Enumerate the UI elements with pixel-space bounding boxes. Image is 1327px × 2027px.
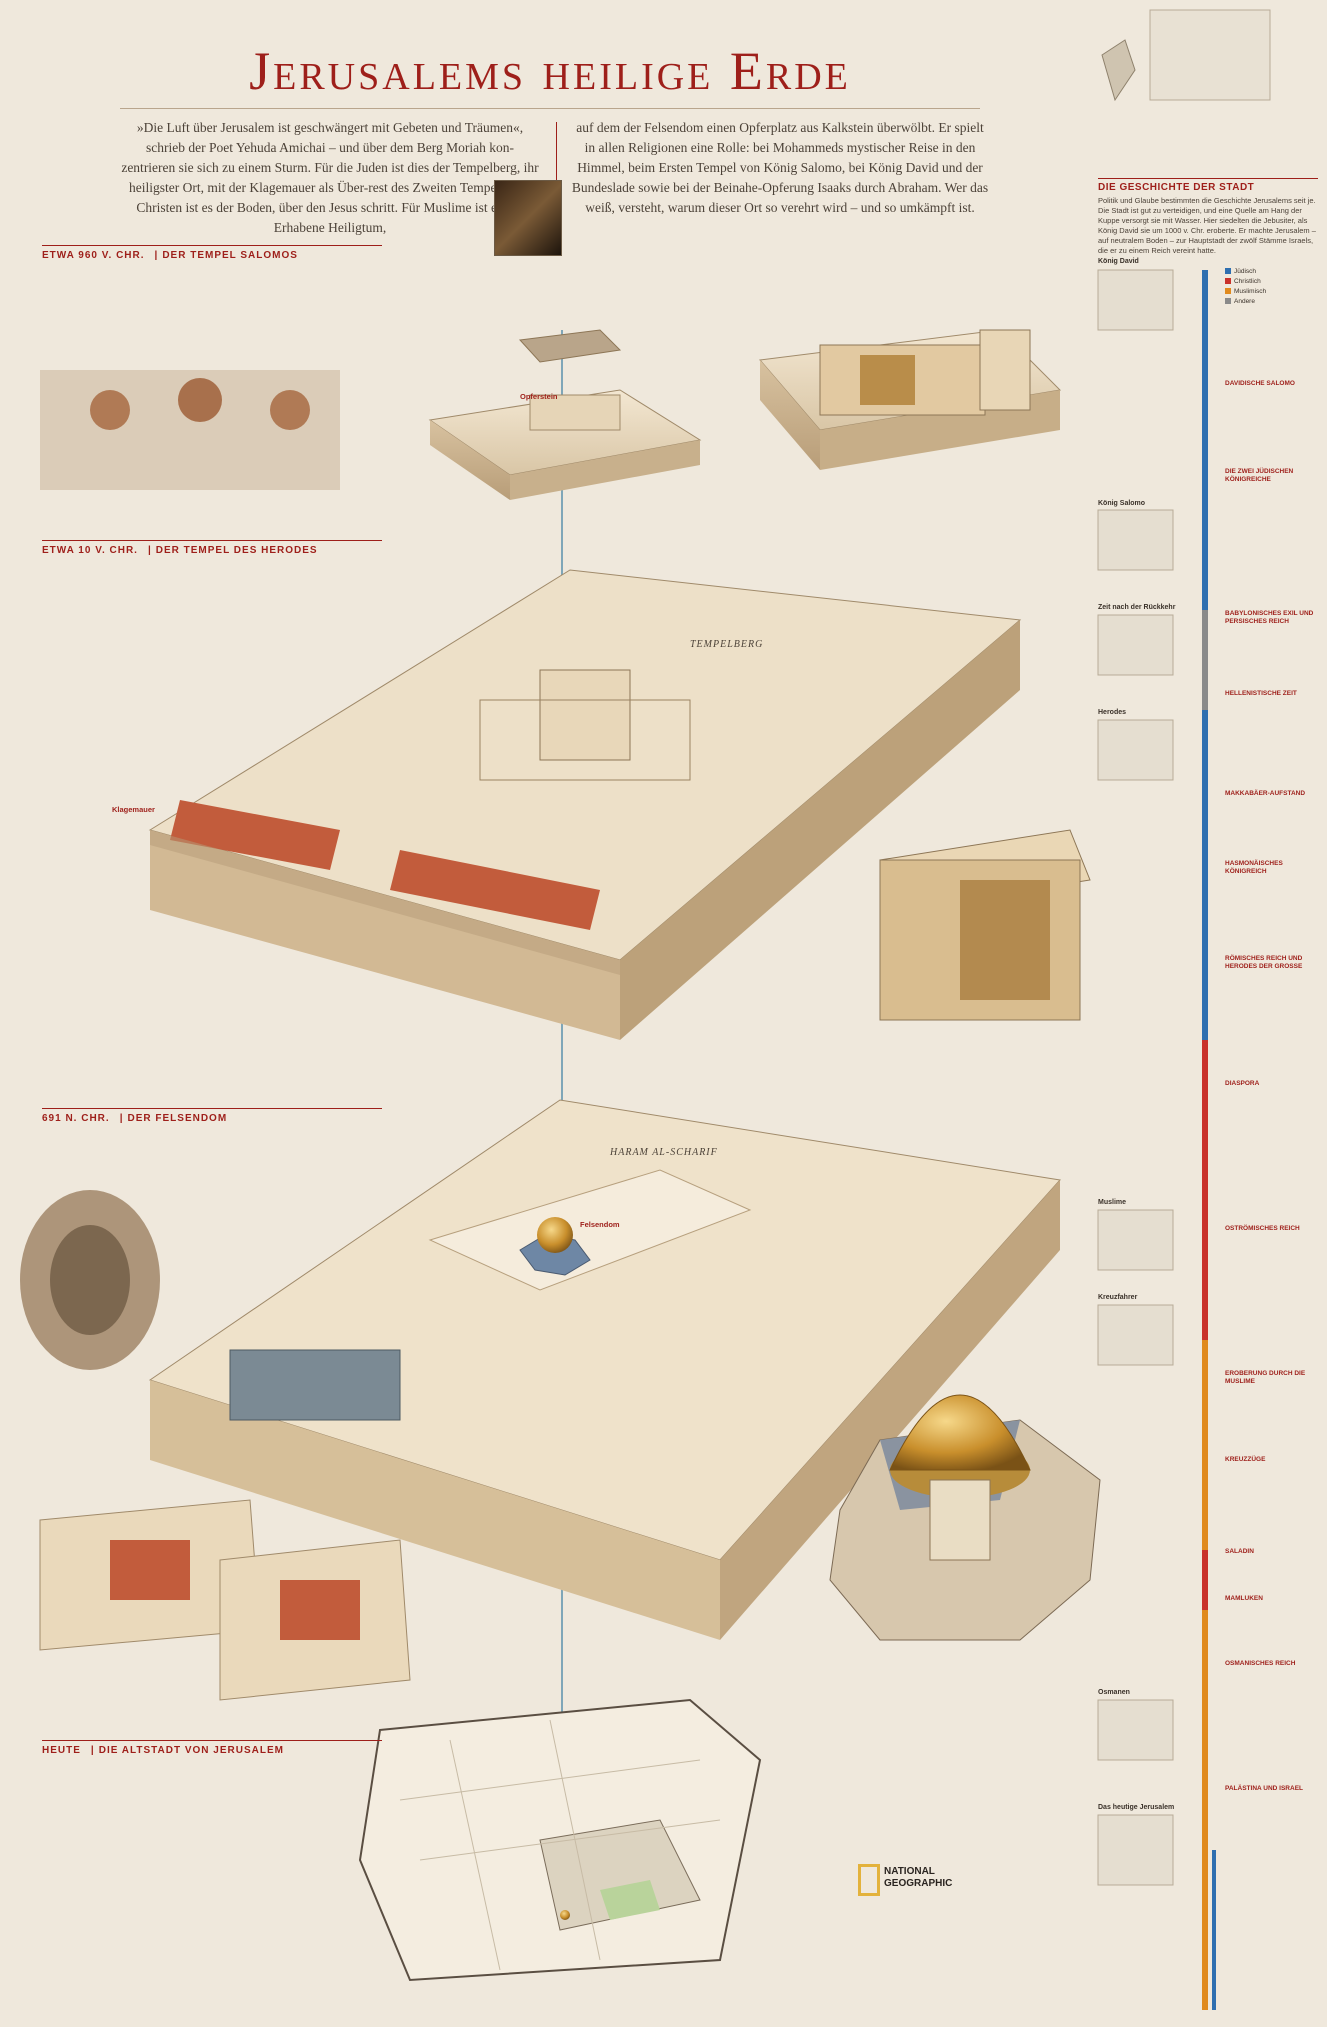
sidebar-heading: Die Geschichte der Stadt [1098, 178, 1318, 193]
section-separator: | [147, 545, 152, 556]
legend-item-muslim: Muslimisch [1225, 288, 1266, 295]
label-tempelberg: TEMPELBERG [690, 639, 764, 650]
map-label-osmanen: Osmanen [1098, 1689, 1130, 1696]
label-haram: HARAM AL-SCHARIF [610, 1147, 718, 1158]
section-name: Der Tempel des Herodes [155, 545, 318, 556]
solomon-temple-cutaway [759, 329, 1062, 470]
period-title: Oströmisches Reich [1225, 1225, 1300, 1232]
section-heading-herod: Etwa 10 v. Chr. |Der Tempel des Herodes [42, 540, 382, 556]
legend-label: Jüdisch [1234, 268, 1257, 275]
intro-divider [556, 122, 557, 182]
intro-right: auf dem der Felsendom einen Opferplatz a… [571, 120, 989, 215]
section-era: Etwa 10 v. Chr. [42, 545, 138, 556]
period-title: Saladin [1225, 1548, 1254, 1555]
legend-item-christian: Christlich [1225, 278, 1261, 285]
solomon-platform [428, 329, 702, 500]
section-separator: | [90, 1745, 95, 1756]
sidebar-maps [1097, 9, 1271, 1886]
section-separator: | [154, 250, 159, 261]
period-title: Mamluken [1225, 1595, 1263, 1602]
section-heading-solomon: Etwa 960 v. Chr. |Der Tempel Salomos [42, 245, 382, 261]
map-label-today: Das heutige Jerusalem [1098, 1804, 1175, 1811]
period-title: Osmanisches Reich [1225, 1660, 1296, 1667]
ritual-figures [40, 370, 340, 490]
period-title: Palästina und Israel [1225, 1785, 1303, 1792]
legend-label: Andere [1234, 298, 1255, 305]
timeline-bars [1202, 270, 1216, 2010]
map-label-salomo: König Salomo [1098, 500, 1146, 507]
section-era: Heute [42, 1745, 81, 1756]
title-rule [120, 108, 980, 109]
period-title: Kreuzzüge [1225, 1456, 1266, 1463]
section-heading-oldcity: Heute |Die Altstadt von Jerusalem [42, 1740, 382, 1756]
period-title: Eroberung durch die Muslime [1225, 1370, 1306, 1385]
section-name: Der Felsendom [127, 1113, 228, 1124]
map-label-kreuzfahrer: Kreuzfahrer [1098, 1294, 1138, 1301]
section-name: Die Altstadt von Jerusalem [98, 1745, 284, 1756]
period-title: Makkabäer-Aufstand [1225, 790, 1306, 797]
period-title: Hellenistische Zeit [1225, 690, 1297, 697]
label-opferstein: Opferstein [520, 392, 558, 401]
period-title: Babylonisches Exil und Persisches Reich [1225, 610, 1314, 625]
legend-item-other: Andere [1225, 298, 1255, 305]
period-title: Die zwei jüdischen Königreiche [1225, 468, 1294, 483]
old-city-map [358, 1698, 762, 1982]
legend-label: Muslimisch [1234, 288, 1267, 295]
herod-temple-complex [148, 569, 1022, 1040]
legend-label: Christlich [1234, 278, 1261, 285]
logo-text: NATIONAL GEOGRAPHIC [884, 1866, 953, 1889]
national-geographic-logo: NATIONAL GEOGRAPHIC [858, 1860, 978, 1896]
painting-thumbnail [494, 180, 562, 256]
herod-cutaway [879, 829, 1091, 1021]
legend-swatch [1225, 288, 1231, 295]
label-felsendom: Felsendom [580, 1220, 620, 1229]
page-title: Jerusalems heilige Erde [249, 41, 851, 101]
map-label-muslime: Muslime [1098, 1199, 1127, 1206]
legend-swatch [1225, 298, 1231, 305]
period-title: Römisches Reich und Herodes der Große [1225, 955, 1303, 970]
dome-complex [39, 1099, 1061, 1701]
section-era: 691 n. Chr. [42, 1113, 110, 1124]
intro-left: »Die Luft über Jerusalem ist geschwänger… [121, 120, 539, 235]
map-label-return: Zeit nach der Rückkehr [1098, 604, 1176, 611]
dome-cutaway [829, 1394, 1101, 1641]
period-title: Davidische Salomo [1225, 380, 1295, 387]
label-klagemauer: Klagemauer [112, 805, 155, 814]
yellow-frame-icon [858, 1864, 880, 1896]
map-label-herodes: Herodes [1098, 709, 1127, 716]
period-title: Hasmonäisches Königreich [1225, 860, 1283, 875]
section-heading-dome: 691 n. Chr. |Der Felsendom [42, 1108, 382, 1124]
legend-swatch [1225, 278, 1231, 285]
map-label-david: König David [1098, 258, 1139, 265]
section-era: Etwa 960 v. Chr. [42, 250, 145, 261]
section-name: Der Tempel Salomos [162, 250, 298, 261]
rock-cave [20, 1190, 160, 1370]
period-title: Diaspora [1225, 1080, 1260, 1087]
sidebar-intro: Politik und Glaube bestimmten die Geschi… [1098, 196, 1316, 255]
legend-item-jewish: Jüdisch [1225, 268, 1256, 275]
legend-swatch [1225, 268, 1231, 275]
section-separator: | [119, 1113, 124, 1124]
